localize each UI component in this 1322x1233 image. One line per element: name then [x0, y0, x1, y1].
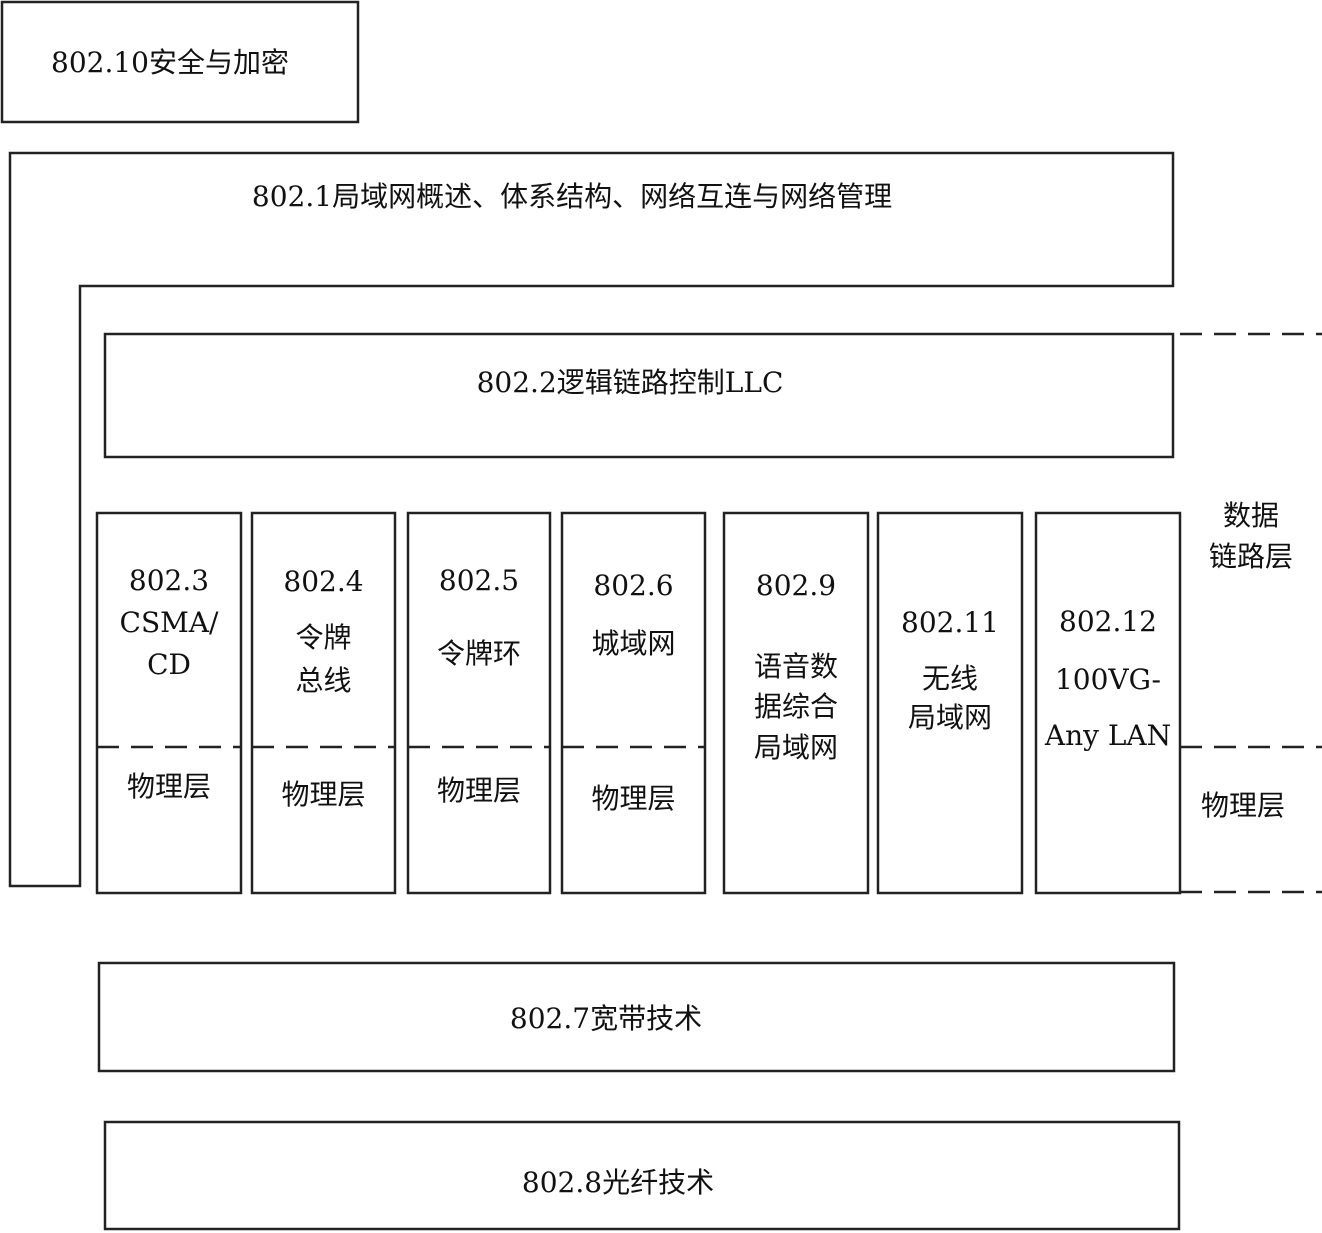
column-802-12-title-line-2: Any LAN	[1044, 719, 1171, 752]
column-802-9-title-line-1: 语音数	[754, 650, 838, 683]
standard-columns: 802.3CSMA/CD物理层802.4令牌总线物理层802.5令牌环物理层80…	[95, 511, 1182, 895]
block-802-10-security: 802.10安全与加密	[0, 0, 360, 124]
column-802-6-box	[560, 511, 707, 895]
column-802-3-box	[95, 511, 243, 895]
column-802-4-title-line-2: 总线	[295, 664, 351, 697]
layer-label-physical: 物理层	[1201, 789, 1285, 822]
column-802-12-title-line-1: 100VG-	[1055, 663, 1161, 696]
column-802-12-standard: 802.12	[1059, 605, 1157, 638]
column-802-6-title-line-1: 城域网	[591, 627, 675, 660]
column-802-11-standard: 802.11	[901, 606, 999, 639]
column-802-12: 802.12 100VG- Any LAN	[1034, 511, 1182, 895]
column-802-9-standard: 802.9	[756, 569, 836, 602]
column-802-11-title-line-1: 无线	[922, 662, 978, 695]
column-802-12-box	[1034, 511, 1182, 895]
column-802-3-title-line-2: CD	[147, 648, 191, 681]
datalink-label-line-1: 数据	[1223, 499, 1279, 532]
column-802-5-standard: 802.5	[439, 564, 519, 597]
column-802-9-title-line-3: 局域网	[754, 731, 838, 764]
column-802-11-title-line-2: 局域网	[908, 701, 992, 734]
block-802-10-label: 802.10安全与加密	[51, 46, 289, 79]
column-802-5-title-line-1: 令牌环	[437, 637, 521, 670]
column-802-4-title-line-1: 令牌	[295, 621, 351, 654]
block-802-1-overview: 802.1局域网概述、体系结构、网络互连与网络管理	[8, 151, 1175, 888]
column-802-4-box	[250, 511, 397, 895]
column-802-5-box	[406, 511, 552, 895]
block-802-8-fiber: 802.8光纤技术	[103, 1120, 1181, 1231]
column-802-5-physical-label: 物理层	[437, 774, 521, 807]
column-802-9-box	[722, 511, 870, 895]
column-802-3-title-line-1: CSMA/	[120, 606, 219, 639]
block-802-2-llc: 802.2逻辑链路控制LLC	[103, 332, 1175, 459]
column-802-4-standard: 802.4	[283, 565, 363, 598]
block-802-1-label: 802.1局域网概述、体系结构、网络互连与网络管理	[252, 180, 892, 213]
column-802-6-standard: 802.6	[593, 569, 673, 602]
column-802-3-standard: 802.3	[129, 564, 209, 597]
column-802-9-title-line-2: 据综合	[754, 690, 838, 723]
block-802-2-label: 802.2逻辑链路控制LLC	[477, 366, 784, 399]
column-802-11-box	[876, 511, 1024, 895]
block-802-7-broadband: 802.7宽带技术	[97, 961, 1176, 1073]
block-802-7-label: 802.7宽带技术	[510, 1002, 702, 1035]
datalink-label-line-2: 链路层	[1209, 540, 1293, 573]
column-802-3-physical-label: 物理层	[127, 770, 211, 803]
column-802-4-physical-label: 物理层	[281, 778, 365, 811]
block-802-8-label: 802.8光纤技术	[522, 1166, 714, 1199]
column-802-6-physical-label: 物理层	[591, 782, 675, 815]
layer-label-datalink: 数据 链路层	[1209, 499, 1293, 573]
